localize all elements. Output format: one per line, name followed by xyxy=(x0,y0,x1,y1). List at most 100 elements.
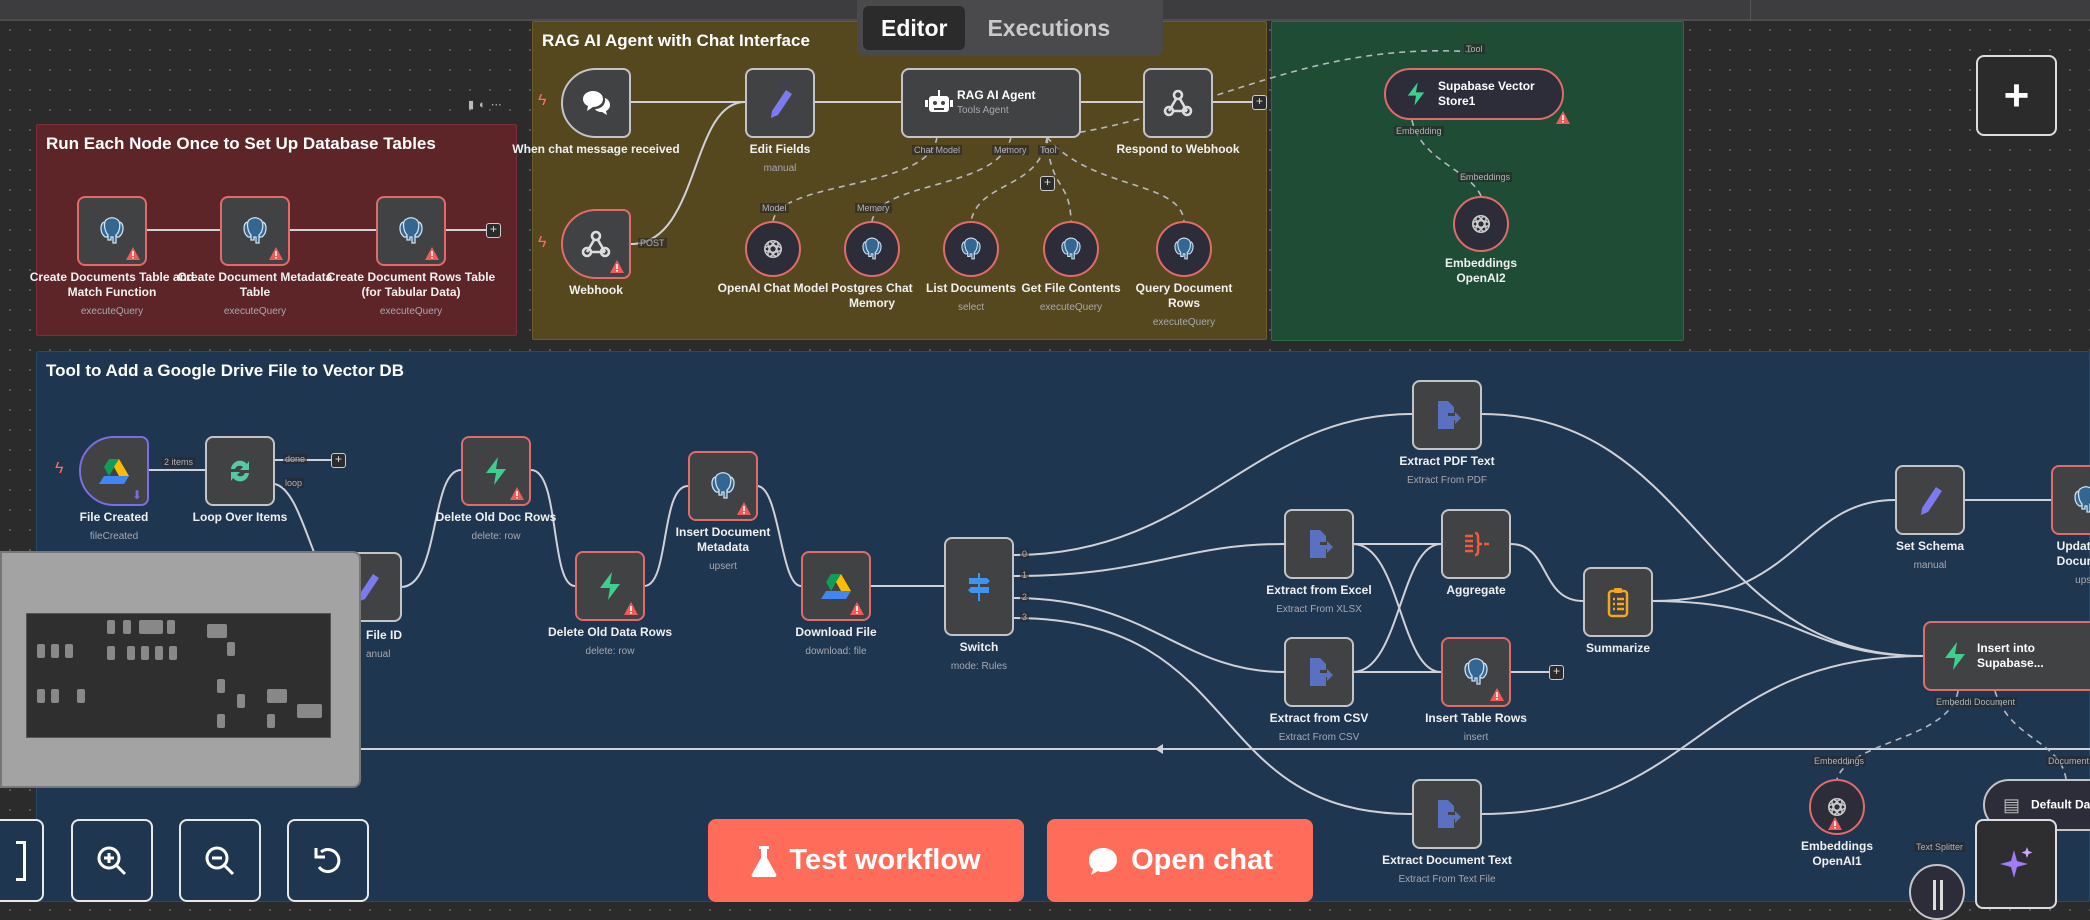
port-tool: Tool xyxy=(1038,145,1059,155)
trigger-bolt-icon: ϟ xyxy=(55,460,64,477)
node-create-rows-table[interactable]: Create Document Rows Table (for Tabular … xyxy=(327,196,495,317)
openai-icon xyxy=(759,235,787,263)
node-label: Default Da xyxy=(2031,797,2090,812)
node-chat-trigger[interactable]: When chat message received xyxy=(512,68,680,156)
node-summarize[interactable]: Summarize xyxy=(1583,567,1653,655)
add-node-button[interactable]: + xyxy=(1549,665,1564,680)
node-loop-over-items[interactable]: Loop Over Items xyxy=(193,436,287,524)
tab-editor[interactable]: Editor xyxy=(863,6,966,50)
ask-ai-button[interactable] xyxy=(1975,819,2057,909)
supabase-icon xyxy=(1938,639,1972,673)
node-label: List Documents xyxy=(925,281,1016,295)
add-node-button[interactable]: + xyxy=(331,453,346,468)
pencil-icon xyxy=(1913,483,1947,517)
node-subtitle: Extract From Text File xyxy=(1398,874,1496,885)
node-label: Delete Old Data Rows xyxy=(547,625,673,639)
port-memory: Memory xyxy=(992,145,1029,155)
node-label: Get File Contents xyxy=(1021,281,1121,295)
pin-icon: ⬇ xyxy=(131,488,142,502)
add-node-panel-button[interactable]: + xyxy=(1976,55,2057,136)
node-update-schema[interactable]: Update Sc Documentupse xyxy=(2051,465,2090,586)
postgres-icon xyxy=(957,235,985,263)
node-embeddings-openai1[interactable]: Embeddings OpenAI1 xyxy=(1801,779,1873,868)
node-webhook[interactable]: Webhook xyxy=(561,209,631,297)
node-label: RAG AI Agent xyxy=(957,88,1036,102)
node-label: Delete Old Doc Rows xyxy=(435,510,557,524)
node-text-splitter[interactable] xyxy=(1909,864,1965,920)
node-subtitle: anual xyxy=(366,649,391,660)
add-tool-button[interactable]: + xyxy=(1040,176,1055,191)
google-drive-icon xyxy=(97,454,131,488)
zoom-in-button[interactable] xyxy=(71,819,153,902)
node-label: Create Document Rows Table (for Tabular … xyxy=(326,270,496,299)
node-embeddings-openai2[interactable]: Embeddings OpenAI2 xyxy=(1445,196,1517,285)
zoom-out-button[interactable] xyxy=(179,819,261,902)
extract-file-icon xyxy=(1302,655,1336,689)
minimap[interactable] xyxy=(0,551,361,788)
node-respond-webhook[interactable]: Respond to Webhook xyxy=(1116,68,1240,156)
node-label: Query Document Rows xyxy=(1135,281,1233,310)
node-label: Update Sc Document xyxy=(2056,539,2090,568)
node-subtitle: Extract From PDF xyxy=(1406,475,1487,486)
supabase-icon xyxy=(1402,80,1430,108)
node-supabase-vector-store[interactable]: Supabase Vector Store1 xyxy=(1384,68,1564,120)
node-label: Summarize xyxy=(1585,641,1651,655)
switch-output-1: 1 xyxy=(1020,570,1030,580)
flask-icon xyxy=(751,845,777,877)
clipboard-icon xyxy=(1601,585,1635,619)
node-label: Insert into Supabase... xyxy=(1977,641,2044,670)
postgres-icon xyxy=(394,214,428,248)
test-workflow-button[interactable]: Test workflow xyxy=(708,819,1024,902)
trigger-bolt-icon: ϟ xyxy=(538,234,547,251)
port-text-splitter: Text Splitter xyxy=(1914,842,1966,852)
sticky-toolbar[interactable]: ▮◐⋯ xyxy=(468,99,507,111)
robot-icon xyxy=(922,86,956,120)
warning-icon xyxy=(1556,111,1570,124)
fit-view-button[interactable] xyxy=(0,819,44,902)
add-node-button[interactable]: + xyxy=(1252,95,1267,110)
node-postgres-chat-memory[interactable]: Postgres Chat Memory xyxy=(831,221,913,310)
warning-icon xyxy=(510,487,524,500)
node-label: Supabase Vector Store1 xyxy=(1438,79,1535,108)
view-tabs: Editor Executions xyxy=(857,0,1163,56)
add-node-button[interactable]: + xyxy=(486,223,501,238)
node-label: Extract from CSV xyxy=(1269,711,1369,725)
node-openai-chat-model[interactable]: OpenAI Chat Model xyxy=(718,221,828,295)
fit-view-icon xyxy=(16,840,26,881)
node-create-documents-table[interactable]: Create Documents Table and Match Functio… xyxy=(30,196,194,317)
open-chat-button[interactable]: Open chat xyxy=(1047,819,1313,902)
reset-zoom-button[interactable] xyxy=(287,819,369,902)
node-insert-into-supabase[interactable]: Insert into Supabase... xyxy=(1923,621,2090,691)
chat-bubble-icon xyxy=(1089,847,1118,875)
port-chat-model: Chat Model xyxy=(912,145,963,155)
warning-icon xyxy=(737,502,751,515)
warning-icon xyxy=(1490,688,1504,701)
node-aggregate[interactable]: Aggregate xyxy=(1441,509,1511,597)
node-label: Extract PDF Text xyxy=(1399,454,1495,468)
minimap-viewport[interactable] xyxy=(26,613,331,738)
node-label: File Created xyxy=(79,510,149,524)
tab-executions[interactable]: Executions xyxy=(987,14,1111,41)
splitter-icon xyxy=(1933,880,1943,910)
node-subtitle: Extract From XLSX xyxy=(1276,604,1362,615)
port-done: done xyxy=(283,454,308,464)
